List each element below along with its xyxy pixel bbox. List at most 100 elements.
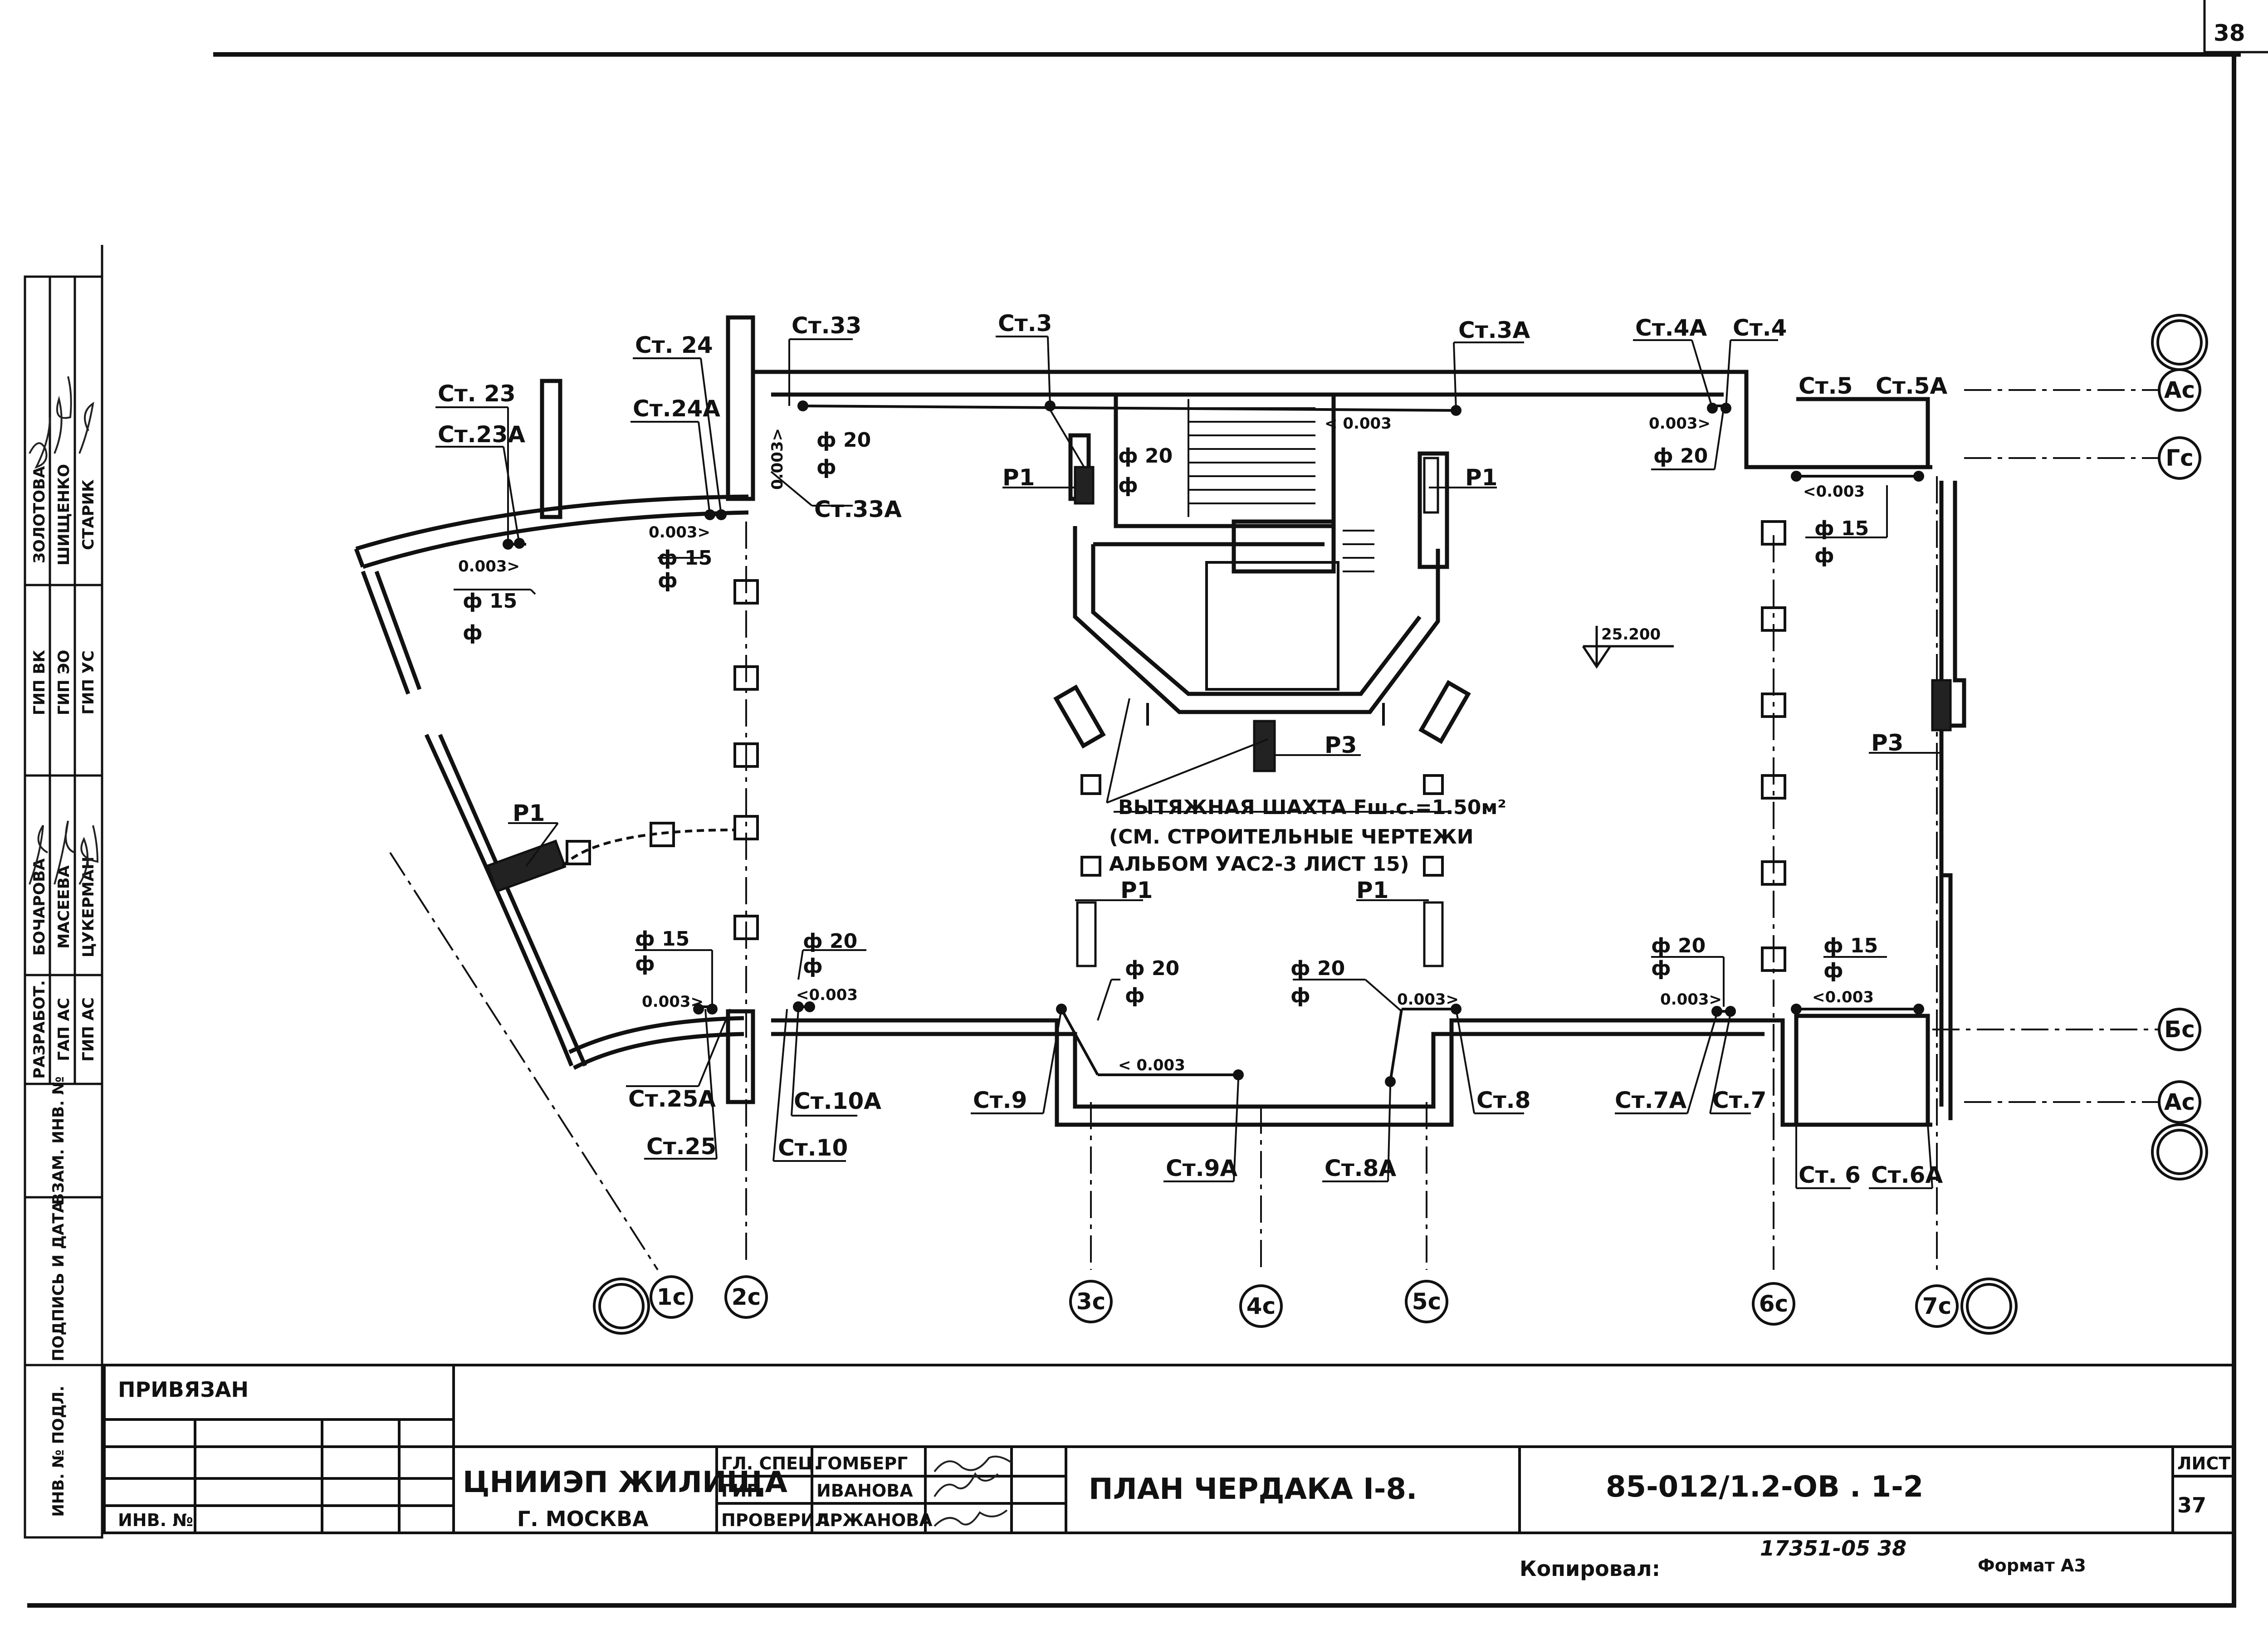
riser-labels: Ст. 23 Ст.23А Ст. 24 Ст.24А Ст.33 Ст.33А…: [438, 310, 1947, 1188]
dia-st7: ф 20: [1651, 934, 1706, 957]
tb-name-2: ИВАНОВА: [816, 1481, 913, 1501]
label-st3: Ст.3: [998, 310, 1052, 337]
axis-3c: 3с: [1076, 1288, 1105, 1315]
level-mark-value: 25.200: [1601, 625, 1661, 644]
dia-st33: ф 20: [816, 429, 871, 452]
dia-st10-phi: ф: [803, 955, 823, 978]
dia-st25: ф 15: [635, 927, 689, 951]
dia-st23-phi: ф: [463, 621, 483, 644]
radiator-p1-right: [1423, 457, 1439, 514]
slope-st4: 0.003>: [1649, 415, 1711, 433]
slope-st33: 0.003>: [768, 428, 787, 490]
axis-lines: [389, 389, 2159, 1271]
tb-sheet-label: ЛИСТ: [2177, 1454, 2230, 1473]
label-st5: Ст.5: [1799, 373, 1853, 399]
dia-st25-phi: ф: [635, 952, 655, 976]
dia-st3: ф 20: [1118, 444, 1173, 468]
tb-drawing-title: ПЛАН ЧЕРДАКА I-8.: [1089, 1473, 1417, 1506]
label-st23: Ст. 23: [438, 380, 516, 407]
title-block: [103, 1364, 2235, 1534]
footer-copy: Копировал:: [1520, 1556, 1660, 1581]
axis-gc: Гс: [2165, 445, 2194, 471]
stamp-name-6: ЦУКЕРМАН: [79, 857, 98, 957]
stamp-role-3: ГИП УС: [79, 650, 98, 715]
label-p1-stair: Р1: [1002, 464, 1035, 491]
tb-org-line2: Г. МОСКВА: [517, 1507, 649, 1531]
label-p1-bottom-left: Р1: [1120, 877, 1153, 903]
label-st33: Ст.33: [792, 312, 861, 339]
dia-st6: ф 15: [1823, 934, 1878, 957]
radiator-p3-shaft: [1253, 720, 1276, 772]
axis-labels: 1с 2с 3с 4с 5с 6с 7с Ас Гс Бс Ас: [657, 377, 2195, 1319]
stamp-role-2: ГИП ЭО: [55, 650, 73, 715]
tb-privyazan: ПРИВЯЗАН: [118, 1377, 249, 1402]
label-st7a: Ст.7А: [1615, 1087, 1686, 1113]
label-st6a: Ст.6А: [1871, 1162, 1943, 1188]
dia-st7-phi: ф: [1651, 957, 1671, 980]
shaft-note: ВЫТЯЖНАЯ ШАХТА Fш.с.=1.50м² (СМ. СТРОИТЕ…: [1109, 796, 1506, 876]
label-st23a: Ст.23А: [438, 421, 525, 448]
shaft-note-line2: (СМ. СТРОИТЕЛЬНЫЕ ЧЕРТЕЖИ: [1109, 825, 1474, 849]
slope-bottom: < 0.003: [1118, 1056, 1185, 1074]
label-st25a: Ст.25А: [628, 1086, 716, 1112]
label-st10: Ст.10: [778, 1135, 848, 1161]
slope-st6: <0.003: [1812, 988, 1874, 1006]
axis-6c: 6с: [1759, 1291, 1788, 1317]
axis-bubbles: [593, 314, 2208, 1335]
stamp-role-4: РАЗРАБОТ.: [30, 980, 49, 1079]
axis-4c: 4с: [1246, 1293, 1276, 1319]
slope-st8: 0.003>: [1397, 990, 1459, 1009]
dia-st24-phi: ф: [658, 569, 678, 592]
slope-st7: 0.003>: [1660, 990, 1722, 1009]
dia-st6-phi: ф: [1823, 959, 1843, 982]
axis-ac-bottom: Ас: [2164, 1089, 2195, 1115]
label-st8: Ст.8: [1476, 1087, 1530, 1113]
dia-st4: ф 20: [1653, 444, 1708, 468]
label-p1-left: Р1: [513, 800, 545, 826]
radiator-p1-bottom-left: [1076, 901, 1097, 967]
leader-lines: [435, 336, 1941, 1189]
axis-bc: Бс: [2164, 1016, 2195, 1043]
radiator-p3-right: [1931, 679, 1952, 732]
stamp-field-inv: ИНВ. № ПОДЛ.: [49, 1385, 68, 1517]
axis-1c: 1с: [657, 1284, 686, 1310]
shaft-note-line3: АЛЬБОМ УАС2-3 ЛИСТ 15): [1109, 853, 1409, 876]
stamp-role-6: ГИП АС: [79, 997, 98, 1062]
walls: [354, 315, 1966, 1127]
riser-dots: [503, 400, 1924, 1087]
label-st7: Ст.7: [1712, 1087, 1766, 1113]
level-mark: [1582, 626, 1674, 669]
tb-org-line1: ЦНИИЭП ЖИЛИЩА: [463, 1466, 787, 1499]
label-st9a: Ст.9А: [1166, 1155, 1237, 1181]
columns: [566, 520, 1786, 972]
title-block-text: ПРИВЯЗАН ИНВ. № ЦНИИЭП ЖИЛИЩА Г. МОСКВА …: [118, 1377, 2230, 1531]
dia-st10: ф 20: [803, 930, 857, 953]
axis-7c: 7с: [1922, 1293, 1951, 1319]
footer-stamp: 17351-05 38: [1760, 1536, 1906, 1561]
label-p3-right: Р3: [1871, 730, 1903, 756]
left-stamp: [24, 245, 103, 1539]
sheet-frame: [27, 0, 2268, 1608]
dia-st9-phi: ф: [1125, 984, 1145, 1007]
stamp-field-sign: ПОДПИСЬ И ДАТА: [49, 1200, 68, 1361]
tb-name-1: ГОМБЕРГ: [816, 1454, 908, 1473]
slope-st25: 0.003>: [642, 993, 704, 1011]
label-st5a: Ст.5А: [1876, 373, 1947, 399]
tb-role-1: ГЛ. СПЕЦ.: [721, 1454, 821, 1473]
sheet-number-top: 38: [2214, 20, 2245, 46]
stamp-name-5: МАСЕЕВА: [55, 865, 73, 948]
tb-drawing-code: 85-012/1.2-ОВ . 1-2: [1606, 1470, 1923, 1504]
tb-inv: ИНВ. №: [118, 1510, 193, 1530]
label-st24a: Ст.24А: [633, 395, 720, 422]
label-st6: Ст. 6: [1799, 1162, 1861, 1188]
label-st10a: Ст.10А: [794, 1088, 881, 1114]
label-st9: Ст.9: [973, 1087, 1027, 1113]
stamp-role-1: ГИП ВК: [30, 650, 49, 715]
stamp-name-2: ШИЩЕНКО: [55, 464, 73, 566]
label-st8a: Ст.8А: [1325, 1155, 1396, 1181]
label-p1-right: Р1: [1465, 464, 1497, 491]
slope-st24: 0.003>: [649, 523, 710, 541]
stamp-name-3: СТАРИК: [79, 479, 98, 550]
axis-2c: 2с: [732, 1284, 761, 1310]
